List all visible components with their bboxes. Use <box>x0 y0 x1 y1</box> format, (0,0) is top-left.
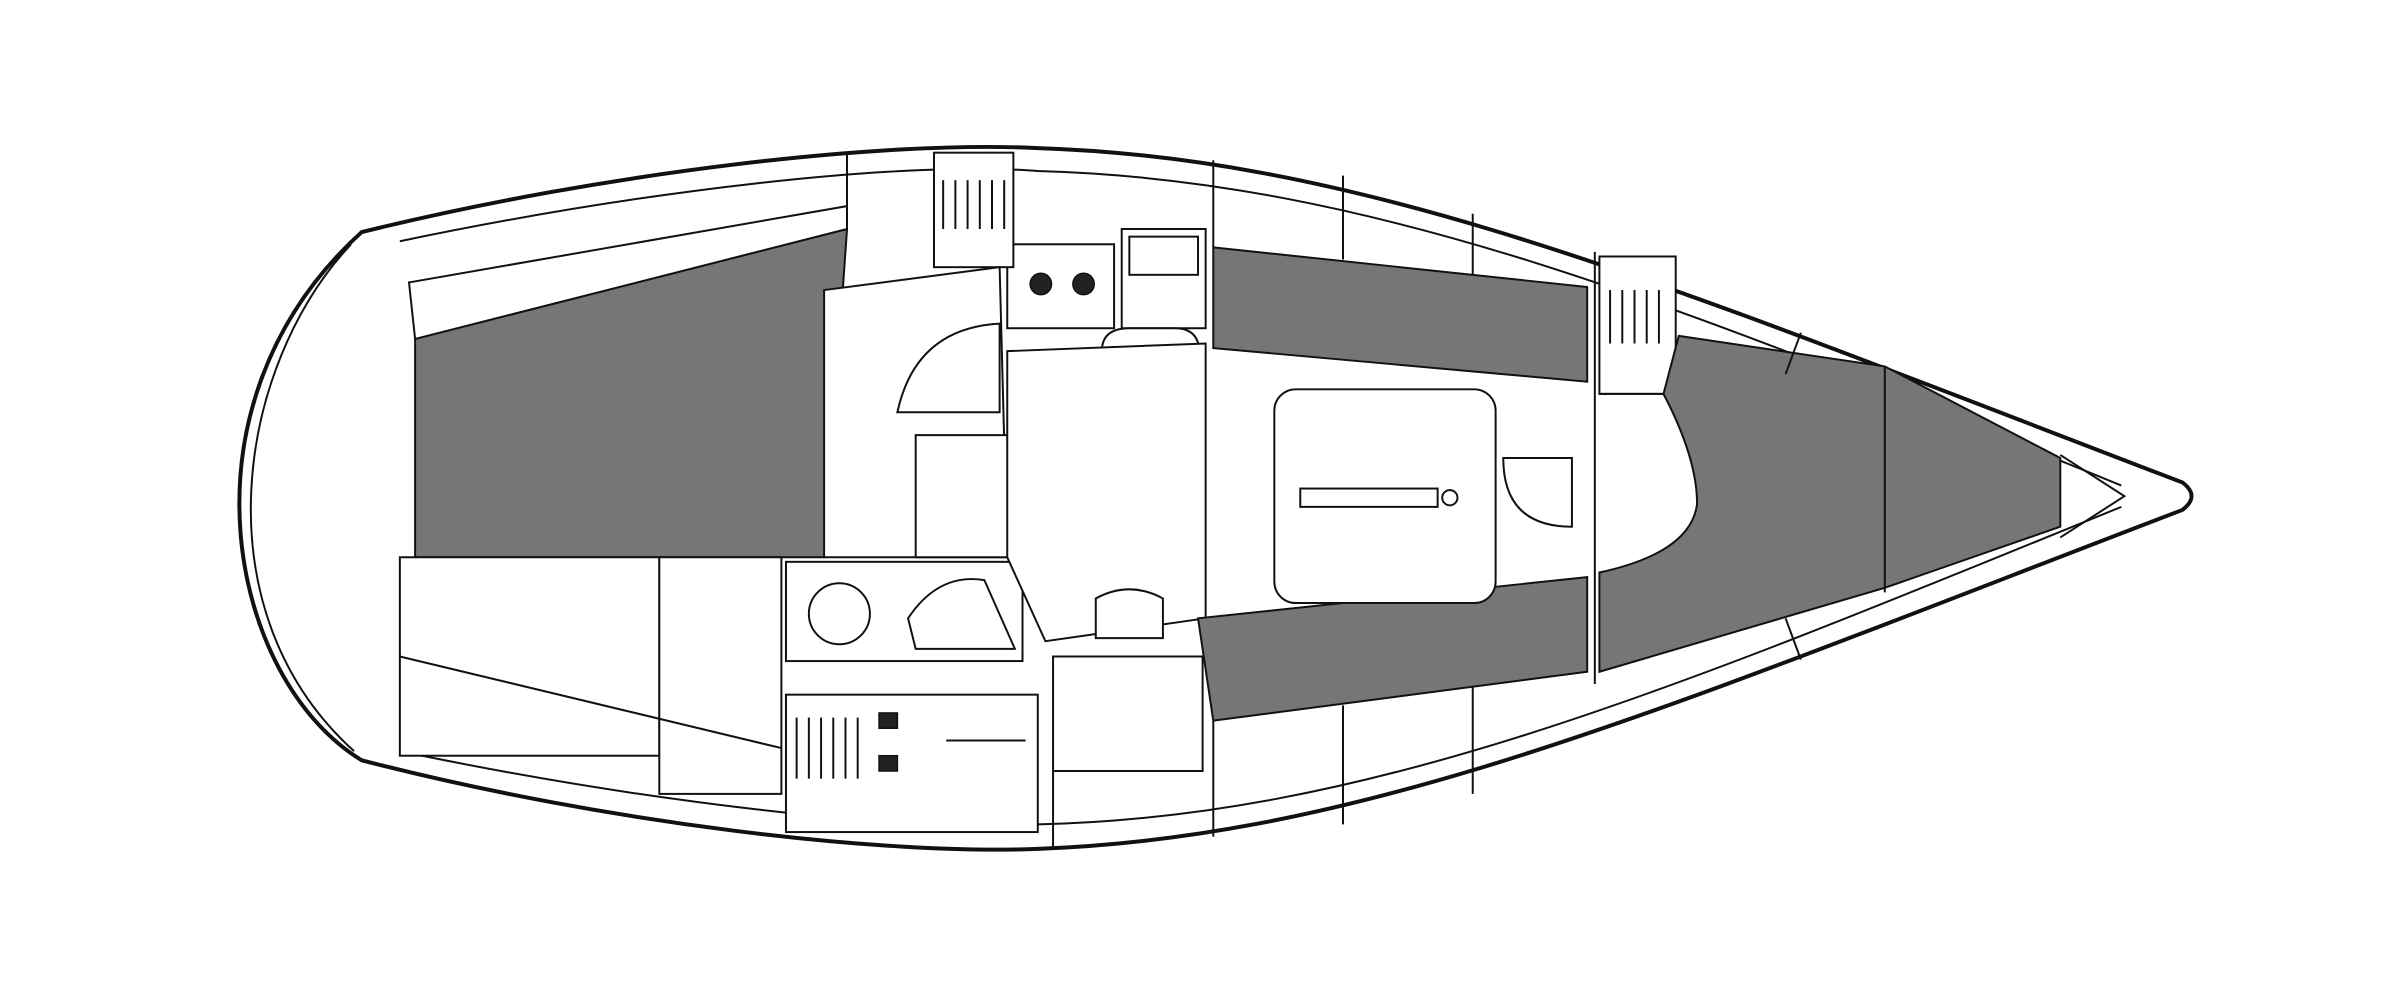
v-berth <box>1598 334 2062 674</box>
table-pin-icon <box>1441 489 1459 507</box>
ladder-steps-icon <box>942 180 1006 230</box>
stove-burner-icon <box>1072 272 1096 296</box>
frame-line <box>1784 617 1802 660</box>
chart-table <box>1052 655 1204 772</box>
ice-box-hatch <box>933 151 1015 269</box>
fridge-hatch <box>1128 235 1200 276</box>
seat-curve <box>896 322 1001 414</box>
toilet-icon <box>807 582 871 646</box>
forward-hatch <box>1598 255 1677 395</box>
head-sink <box>906 578 1017 650</box>
door-swing <box>1502 457 1573 528</box>
saloon-settee-port <box>1212 246 1589 383</box>
companionway-steps <box>784 693 1039 834</box>
deck-inner-line-top <box>399 167 2122 487</box>
seat-back <box>914 434 1012 559</box>
cockpit-locker <box>398 556 661 757</box>
aft-cabin-floor <box>658 556 783 795</box>
head-compartment <box>784 560 1024 663</box>
ladder-steps-icon <box>795 717 859 779</box>
engine-control-icon <box>878 712 899 730</box>
mast-step <box>1094 588 1164 640</box>
engine-control-icon <box>878 754 899 772</box>
deck-inner-line-bottom <box>399 505 2122 827</box>
ladder-steps-icon <box>1609 290 1660 344</box>
table-leaf-slot <box>1299 487 1439 508</box>
frame-line <box>1784 332 1802 375</box>
transom-inner-line <box>249 243 355 752</box>
partition-line <box>399 655 782 750</box>
stove-burner-icon <box>1029 272 1053 296</box>
galley-counter <box>1006 243 1116 330</box>
